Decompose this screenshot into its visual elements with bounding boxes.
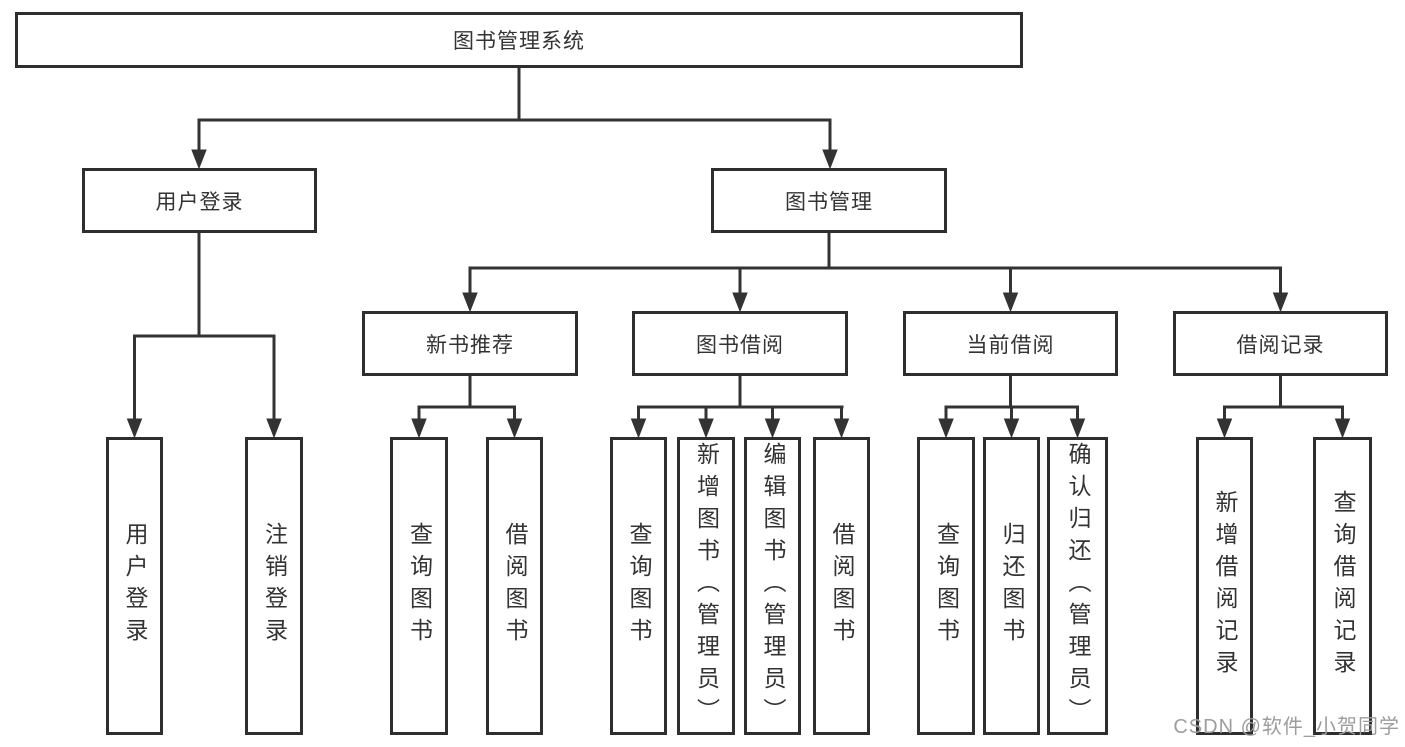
node-library-system: 图书管理系统 (15, 12, 1023, 68)
arrowhead (1003, 418, 1020, 439)
node-label: 借阅记录 (1236, 333, 1325, 357)
connector-new-book-rec-to-leaves (411, 376, 523, 439)
arrowhead (462, 292, 478, 313)
node-label: 当前借阅 (966, 333, 1055, 357)
leaf-confirm-return-admin: 确认归还（管理员） (1047, 437, 1108, 735)
leaf-logout: 注销登录 (245, 437, 303, 735)
watermark: CSDN @软件_小贺同学 (1173, 716, 1400, 738)
leaf-query-borrow-record: 查询借阅记录 (1313, 437, 1372, 735)
arrowhead (833, 418, 850, 439)
leaf-label: 查询图书 (626, 522, 652, 650)
arrowhead (1002, 292, 1019, 313)
leaf-user-login: 用户登录 (106, 437, 163, 735)
connector-book-borrow-to-leaves (630, 376, 850, 439)
node-label: 图书管理 (785, 190, 873, 214)
leaf-label: 用户登录 (122, 522, 148, 650)
node-label: 新书推荐 (426, 333, 514, 357)
node-book-borrow: 图书借阅 (632, 311, 848, 376)
arrowhead (191, 149, 207, 170)
arrowhead (1334, 418, 1351, 439)
leaf-label: 编辑图书（管理员） (760, 442, 786, 730)
leaf-label: 注销登录 (261, 522, 288, 650)
arrowhead (764, 418, 781, 439)
leaf-label: 归还图书 (999, 522, 1025, 650)
leaf-label: 新增借阅记录 (1212, 490, 1238, 682)
arrowhead (822, 149, 838, 170)
node-label: 图书管理系统 (453, 30, 585, 53)
node-user-login: 用户登录 (82, 168, 317, 233)
leaf-query-books-1: 查询图书 (390, 437, 448, 735)
node-new-book-recommend: 新书推荐 (362, 311, 578, 376)
node-borrow-records: 借阅记录 (1173, 311, 1388, 376)
arrowhead (126, 418, 143, 439)
arrowhead (630, 418, 647, 439)
arrowhead (1272, 292, 1289, 313)
connector-book-mgmt-to-level3 (462, 233, 1289, 313)
leaf-label: 查询借阅记录 (1330, 490, 1356, 682)
arrowhead (506, 418, 523, 439)
arrowhead (938, 418, 954, 439)
arrowhead (698, 418, 714, 439)
leaf-label: 确认归还（管理员） (1065, 442, 1091, 730)
arrowhead (1216, 418, 1233, 439)
leaf-label: 查询图书 (406, 522, 433, 650)
leaf-return-books: 归还图书 (983, 437, 1040, 735)
connector-root-to-level2 (191, 68, 838, 170)
leaf-borrow-books-2: 借阅图书 (813, 437, 870, 735)
node-label: 图书借阅 (696, 333, 784, 357)
leaf-edit-books-admin: 编辑图书（管理员） (744, 437, 801, 735)
connector-user-login-to-leaves (126, 233, 282, 439)
leaf-query-books-2: 查询图书 (610, 437, 667, 735)
arrowhead (732, 292, 748, 313)
arrowhead (266, 418, 282, 439)
leaf-label: 查询图书 (933, 522, 960, 650)
node-label: 用户登录 (155, 190, 244, 214)
leaf-query-books-3: 查询图书 (917, 437, 975, 735)
connector-borrow-records-to-leaves (1216, 376, 1351, 439)
leaf-borrow-books-1: 借阅图书 (486, 437, 543, 735)
connector-current-borrow-to-leaves (938, 376, 1086, 439)
arrowhead (411, 418, 427, 439)
leaf-label: 新增图书（管理员） (693, 442, 720, 730)
leaf-label: 借阅图书 (502, 522, 528, 650)
node-current-borrow: 当前借阅 (903, 311, 1118, 376)
node-book-management: 图书管理 (711, 168, 947, 233)
arrowhead (1069, 418, 1086, 439)
leaf-add-books-admin: 新增图书（管理员） (677, 437, 735, 735)
leaf-add-borrow-record: 新增借阅记录 (1196, 437, 1253, 735)
leaf-label: 借阅图书 (829, 522, 855, 650)
